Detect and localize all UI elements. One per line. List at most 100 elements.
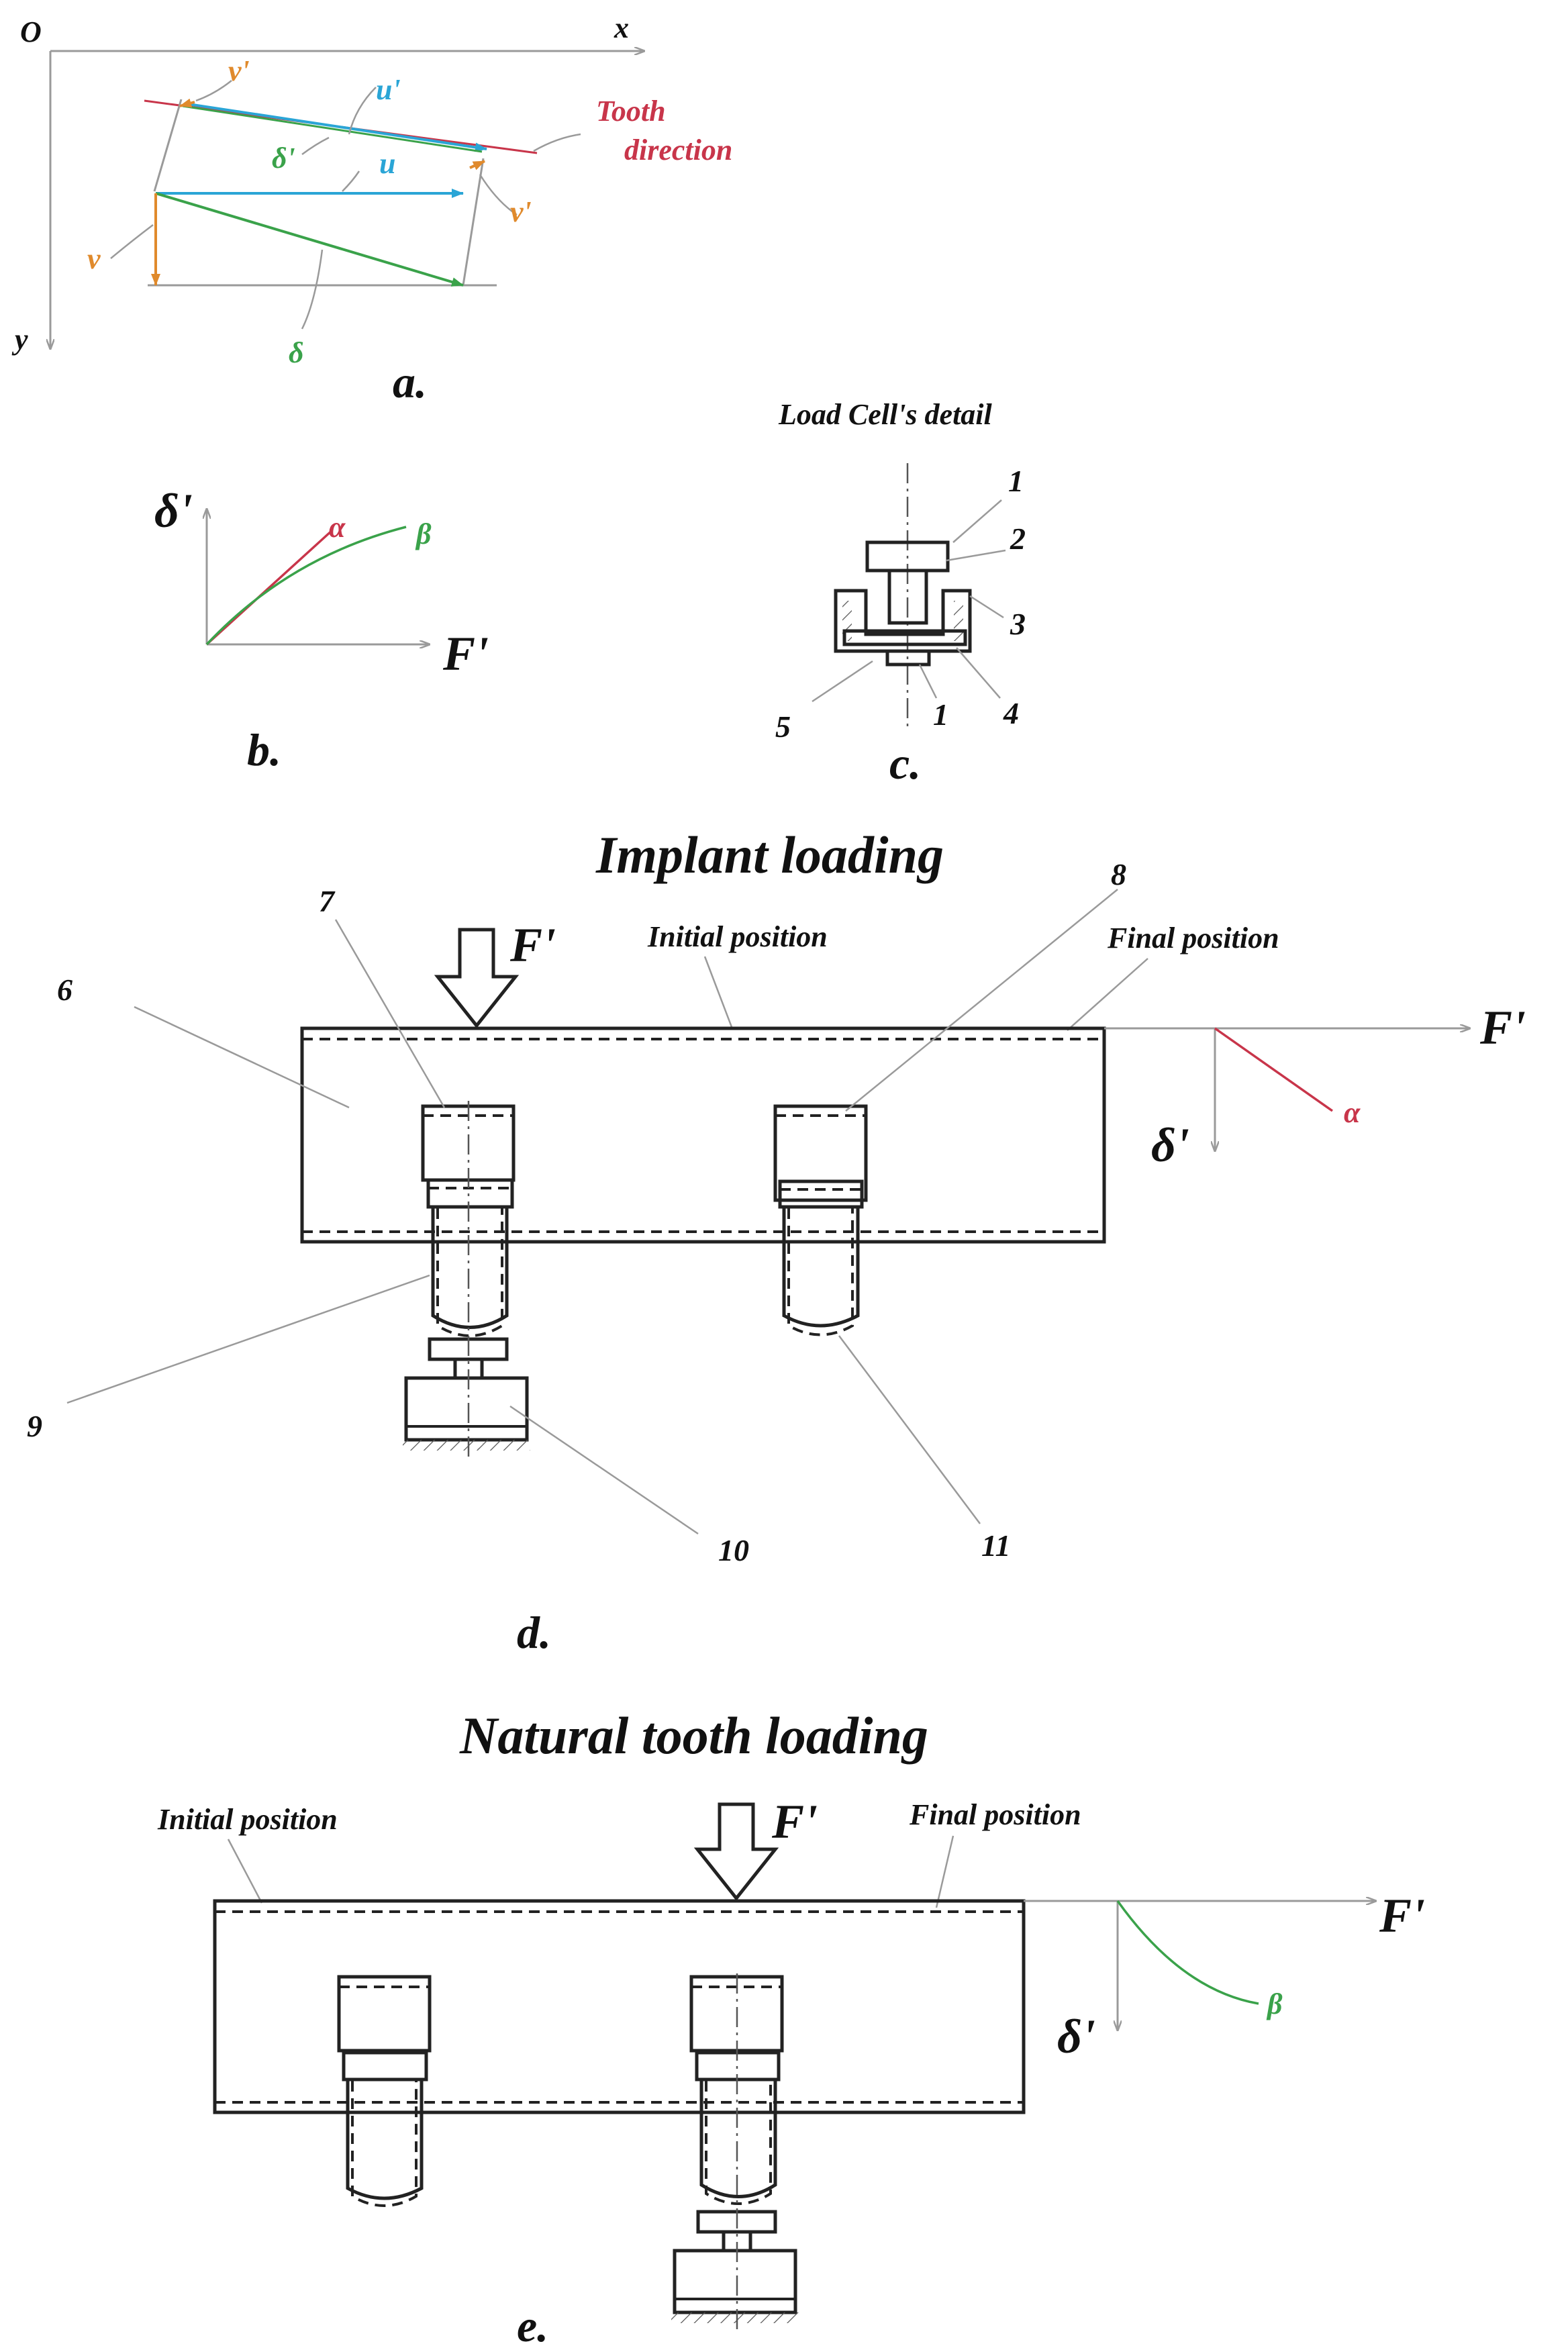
panel-e: Natural tooth loading F' Initial positio… — [157, 1706, 1425, 2350]
leader-delta-prime — [301, 136, 330, 156]
leader-9 — [66, 1274, 430, 1404]
leader-c4 — [956, 647, 1001, 699]
e-tooth-root-right-dash — [705, 2081, 772, 2205]
e-initial-position-label: Initial position — [157, 1803, 338, 1836]
e-load-arrow-icon — [693, 1802, 779, 1902]
alpha-curve — [205, 529, 334, 646]
v-label: v — [87, 242, 101, 275]
v-prime-right-vector — [469, 160, 485, 170]
origin-label: O — [20, 15, 42, 48]
caption-b: b. — [247, 724, 281, 775]
tooth-outline-left — [153, 99, 183, 192]
leader-e-initial — [227, 1839, 263, 1904]
d-label-8: 8 — [1111, 857, 1126, 891]
e-implant-root-left — [346, 2079, 424, 2200]
leader-v-prime-right — [479, 174, 518, 216]
tooth-outline-right — [462, 158, 485, 286]
e-beam — [213, 1899, 1026, 2114]
c-label-1-top: 1 — [1008, 464, 1024, 498]
leader-c2 — [946, 549, 1006, 562]
d-axis-f-label: F' — [1479, 1001, 1526, 1055]
d-implant-abutment-right — [778, 1179, 864, 1209]
y-axis-label: y — [11, 323, 28, 356]
d-implant-root-left-dash — [436, 1208, 503, 1337]
c-label-3: 3 — [1010, 607, 1026, 641]
leader-7 — [334, 919, 446, 1108]
e-force-label: F' — [771, 1795, 818, 1849]
leader-u-prime — [348, 87, 377, 135]
d-label-10: 10 — [718, 1533, 749, 1567]
load-cell-housing — [834, 589, 972, 653]
e-beta-label: β — [1266, 1988, 1283, 2020]
e-load-cell-body — [673, 2249, 797, 2314]
panel-b: δ' F' α β b. — [154, 484, 489, 775]
leader-delta — [301, 249, 324, 330]
delta-vector — [155, 192, 464, 287]
d-implant-abutment-left — [426, 1178, 514, 1209]
d-load-arrow-icon — [434, 928, 520, 1029]
d-implant-root-right-dash — [787, 1208, 854, 1336]
leader-d-final — [1067, 958, 1148, 1031]
d-label-11: 11 — [981, 1528, 1010, 1563]
leader-e-final — [935, 1835, 954, 1908]
e-implant-abutment-left — [342, 2051, 428, 2082]
v-prime-right-label: v' — [510, 195, 532, 228]
d-alpha-line — [1214, 1027, 1334, 1112]
b-x-axis-label: F' — [442, 627, 489, 681]
b-y-axis-label: δ' — [154, 484, 193, 538]
e-tooth-root-right — [699, 2079, 777, 2198]
leader-11 — [838, 1335, 981, 1524]
c-label-1-bottom: 1 — [933, 697, 948, 732]
x-axis-label: x — [614, 11, 629, 44]
panel-c: Load Cell's detail 1 2 3 4 5 1 c. — [775, 398, 1026, 789]
leader-c1-bottom — [918, 664, 938, 699]
c-label-5: 5 — [775, 709, 791, 744]
delta-prime-label: δ' — [272, 142, 295, 175]
d-label-7: 7 — [319, 884, 336, 918]
leader-tooth-direction — [533, 133, 581, 152]
panel-a: O x y v' u' δ' u v' v δ Tooth directi — [11, 11, 732, 407]
u-prime-vector — [187, 103, 487, 152]
leader-6 — [134, 1006, 350, 1109]
load-cell-sensor — [885, 649, 931, 667]
e-axis-f-label: F' — [1379, 1889, 1425, 1943]
v-prime-top-vector — [179, 98, 195, 108]
alpha-label: α — [329, 511, 346, 544]
housing-hatch — [842, 601, 963, 641]
tooth-direction-label-1: Tooth — [596, 95, 666, 128]
d-label-6: 6 — [57, 973, 72, 1007]
caption-a: a. — [393, 356, 427, 407]
leader-c5 — [812, 660, 873, 703]
leader-c1-top — [952, 499, 1002, 543]
delta-prime-vector — [182, 105, 483, 153]
panel-d: Implant loading F' Initial position Fina… — [27, 826, 1526, 1658]
d-load-cell-body — [404, 1376, 529, 1442]
beta-curve — [205, 526, 407, 646]
implant-loading-heading: Implant loading — [595, 826, 944, 884]
d-label-9: 9 — [27, 1409, 42, 1443]
beta-label: β — [415, 518, 432, 550]
load-cell-stem — [887, 569, 928, 625]
leader-c3 — [969, 595, 1004, 619]
leader-10 — [509, 1405, 699, 1535]
e-beta-curve — [1116, 1900, 1259, 2005]
delta-label: δ — [289, 336, 304, 369]
d-axis-delta-label: δ' — [1151, 1118, 1189, 1172]
leader-v — [110, 224, 154, 259]
d-beam — [300, 1026, 1106, 1244]
d-alpha-label: α — [1344, 1096, 1361, 1129]
c-label-4: 4 — [1003, 696, 1019, 730]
e-final-position-label: Final position — [909, 1798, 1081, 1831]
caption-e: e. — [517, 2300, 548, 2350]
d-implant-root-right — [782, 1207, 860, 1328]
tooth-direction-label-2: direction — [624, 134, 732, 166]
natural-tooth-heading: Natural tooth loading — [459, 1706, 928, 1765]
caption-c: c. — [889, 738, 921, 789]
c-label-2: 2 — [1010, 522, 1026, 556]
e-axis-delta-label: δ' — [1057, 2010, 1095, 2063]
d-final-position-label: Final position — [1107, 922, 1279, 954]
v-prime-top-label: v' — [228, 54, 250, 87]
leader-8 — [845, 889, 1118, 1112]
d-force-label: F' — [509, 918, 556, 972]
